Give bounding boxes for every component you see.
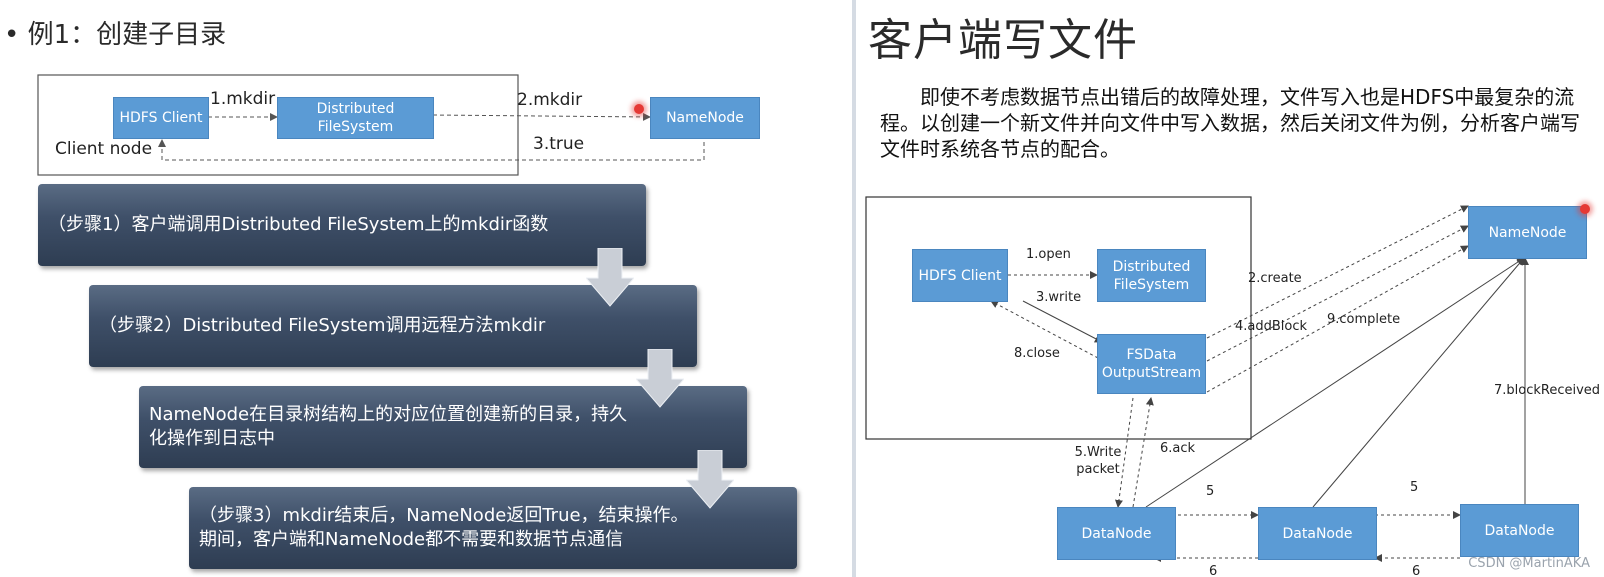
step-namenode-block: NameNode在目录树结构上的对应位置创建新的目录，持久化操作到日志中 [139, 386, 747, 468]
left-diagram-edges [37, 74, 705, 176]
edge-5a-label: 5 [1206, 484, 1215, 499]
edge-6b-label: 6 [1412, 564, 1421, 577]
step-arrow-2 [636, 349, 684, 408]
step-arrow-3 [686, 450, 734, 509]
edge-addblock [1206, 225, 1469, 362]
edge-close-label: 8.close [1014, 346, 1060, 361]
client-node-frame [37, 74, 519, 176]
client-jvm-frame [865, 196, 1252, 440]
right-slide: 客户端写文件 即使不考虑数据节点出错后的故障处理，文件写入也是HDFS中最复杂的… [856, 0, 1604, 577]
step-3-block: （步骤3）mkdir结束后，NameNode返回True，结束操作。期间，客户端… [189, 487, 797, 569]
edge-ack-label: 6.ack [1160, 441, 1196, 456]
edge-blockreceived-1 [1145, 257, 1525, 508]
step-3-text: （步骤3）mkdir结束后，NameNode返回True，结束操作。期间，客户端… [199, 505, 689, 550]
left-slide: • 例1：创建子目录 HDFS Client Distributed FileS… [4, 20, 797, 569]
edge-ack [1132, 397, 1154, 508]
cursor-highlight-dot-2 [1580, 204, 1590, 214]
hdfs-client-box: HDFS Client [113, 97, 209, 139]
edge-complete [1206, 245, 1469, 393]
hdfs-client-box-2: HDFS Client [912, 249, 1008, 302]
namenode-box-2: NameNode [1468, 206, 1587, 259]
edge-addblock-label: 4.addBlock [1235, 319, 1308, 334]
edge-blockreceived-label: 7.blockReceived [1494, 383, 1601, 398]
edge-complete-label: 9.complete [1327, 312, 1401, 327]
csdn-watermark: CSDN @MartinAKA [1468, 556, 1590, 571]
edge-create-label: 2.create [1248, 271, 1302, 286]
edge-3-label: 3.true [533, 134, 585, 154]
edge-write-label: 3.write [1036, 290, 1082, 305]
edge-2-label: 2.mkdir [517, 90, 583, 110]
edge-write-packet [1114, 397, 1134, 508]
step-2-text: （步骤2）Distributed FileSystem调用远程方法mkdir [99, 315, 546, 336]
edge-5b-label: 5 [1410, 480, 1419, 495]
distributed-filesystem-box-2: Distributed FileSystem [1097, 249, 1206, 302]
step-namenode-text: NameNode在目录树结构上的对应位置创建新的目录，持久化操作到日志中 [149, 404, 628, 449]
right-slide-title: 客户端写文件 [868, 15, 1138, 66]
namenode-box: NameNode [650, 97, 760, 139]
step-arrow-1 [586, 248, 634, 307]
edge-1-label: 1.mkdir [210, 89, 276, 109]
fsdata-outputstream-box: FSData OutputStream [1097, 334, 1206, 394]
left-slide-title: • 例1：创建子目录 [4, 20, 227, 50]
edge-create [1206, 205, 1469, 339]
write-file-description: 即使不考虑数据节点出错后的故障处理，文件写入也是HDFS中最复杂的流程。以创建一… [880, 84, 1580, 162]
client-node-label: Client node [55, 139, 153, 159]
step-2-block: （步骤2）Distributed FileSystem调用远程方法mkdir [89, 285, 697, 367]
step-1-block: （步骤1）客户端调用Distributed FileSystem上的mkdir函… [38, 184, 646, 266]
write-file-paragraph: 即使不考虑数据节点出错后的故障处理，文件写入也是HDFS中最复杂的流程。以创建一… [880, 85, 1580, 161]
edge-3-true [158, 135, 705, 161]
cursor-highlight-dot [634, 104, 644, 114]
right-diagram-edges [865, 196, 1529, 562]
edge-6a-label: 6 [1209, 564, 1218, 577]
step-1-text: （步骤1）客户端调用Distributed FileSystem上的mkdir函… [48, 214, 549, 235]
datanode-box-1: DataNode [1057, 507, 1176, 560]
edge-close [990, 300, 1099, 359]
edge-open-label: 1.open [1026, 247, 1071, 262]
edge-2-mkdir [432, 112, 651, 121]
edge-blockreceived-2 [1312, 257, 1525, 508]
edge-write [1022, 300, 1103, 343]
distributed-filesystem-box: Distributed FileSystem [277, 97, 434, 139]
edge-write-packet-label: 5.Write packet [1074, 445, 1122, 477]
panel-divider [852, 0, 856, 577]
datanode-box-2: DataNode [1258, 507, 1377, 560]
datanode-box-3: DataNode [1460, 504, 1579, 557]
